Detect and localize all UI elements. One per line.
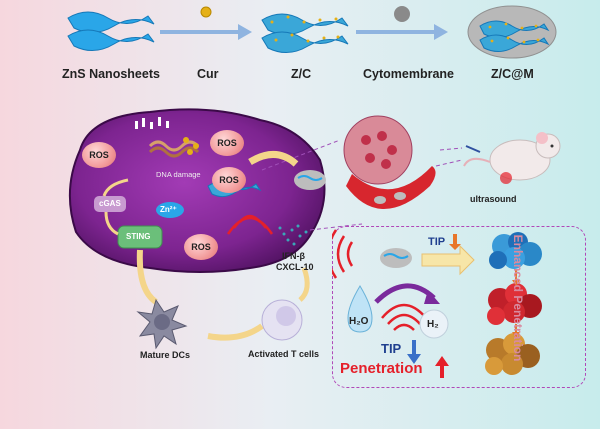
- ros-bubble: ROS: [212, 167, 246, 193]
- ros-bubble: ROS: [184, 234, 218, 260]
- arrow-2: [356, 24, 448, 40]
- label-enhanced-penetration: Enhanced Penetration: [511, 234, 525, 362]
- spheroid-orange-icon: [485, 333, 540, 375]
- zns-nanosheet-icon: [67, 11, 155, 51]
- inset-graphics: [332, 229, 542, 378]
- label-activated-t: Activated T cells: [248, 349, 320, 359]
- mature-dc-icon: [136, 298, 188, 350]
- ros-bubble: ROS: [210, 130, 244, 156]
- ros-bubble: ROS: [82, 142, 116, 168]
- label-penetration: Penetration: [340, 360, 423, 377]
- spheroid-blue-icon: [489, 232, 542, 269]
- label-mature-dcs: Mature DCs: [140, 350, 191, 360]
- arrow-1: [160, 24, 252, 40]
- label-zns: ZnS Nanosheets: [62, 67, 160, 81]
- dna-icon: [148, 140, 200, 152]
- tumor-cell: [68, 108, 561, 350]
- spheroid-red-icon: [487, 283, 542, 325]
- zcm-icon: [467, 5, 557, 59]
- label-cxcl: CXCL-10: [276, 262, 314, 272]
- label-cur: Cur: [197, 67, 219, 81]
- zn-ion-icon: [156, 202, 184, 218]
- label-zn: Zn²⁺: [160, 205, 177, 214]
- zc-nanosheet-icon: [261, 13, 349, 53]
- label-cytomembrane: Cytomembrane: [363, 67, 454, 81]
- label-sting: STING: [126, 232, 151, 241]
- cgas-icon: [94, 196, 126, 212]
- cur-particle-icon: [200, 6, 212, 18]
- label-ultrasound: ultrasound: [470, 194, 517, 204]
- tumor-vessel-icon: [343, 115, 436, 209]
- top-row-graphics: [67, 5, 557, 59]
- label-ifn: IFN-β: [282, 251, 305, 261]
- label-tip-1: TIP: [428, 236, 446, 248]
- sting-icon: [117, 225, 163, 249]
- label-cgas: cGAS: [99, 199, 121, 208]
- water-drop-icon: [347, 285, 373, 333]
- label-zc: Z/C: [291, 67, 312, 81]
- mouse-icon: [463, 132, 561, 184]
- cytomembrane-icon: [394, 6, 410, 22]
- label-h2: H₂: [427, 319, 439, 330]
- inset-panel: [332, 226, 586, 388]
- label-zcm: Z/C@M: [491, 67, 534, 81]
- label-h2o: H₂O: [349, 316, 369, 327]
- label-dna-damage: DNA damage: [156, 170, 201, 179]
- label-tip-2: TIP: [381, 341, 402, 356]
